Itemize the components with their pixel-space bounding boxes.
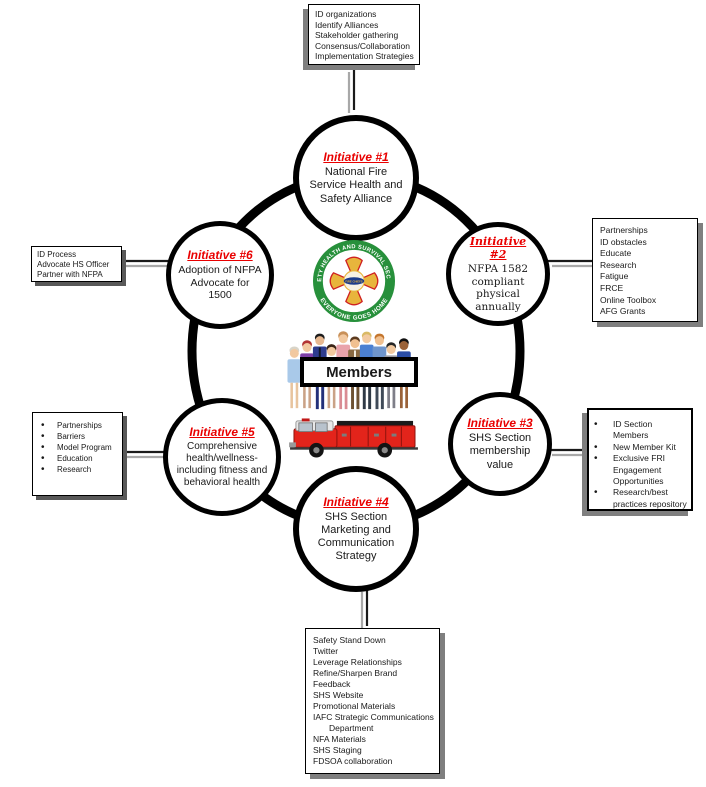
detail-line: FDSOA collaboration — [313, 756, 393, 766]
detail-bullet-list: ID Section Members New Member Kit Exclus… — [589, 419, 689, 510]
initiative-2-title: Initiative #2 — [469, 234, 527, 262]
initiative-3-body: SHS Section membership value — [468, 432, 532, 471]
detail-bullet: Education — [33, 453, 120, 464]
detail-line: Promotional Materials — [313, 701, 396, 711]
detail-line: Leverage Relationships — [313, 657, 402, 667]
detail-bullet-list: Partnerships Barriers Model Program Educ… — [33, 420, 120, 475]
initiative-6-circle: Initiative #6 Adoption of NFPA Advocate … — [166, 221, 274, 329]
detail-line: Partnerships — [600, 225, 648, 235]
detail-line: Educate — [600, 248, 632, 259]
detail-line: SHS Website — [313, 690, 364, 700]
shs-section-seal-icon: SAFETY HEALTH AND SURVIVAL SECTION EVERY… — [313, 240, 395, 322]
members-label: Members — [300, 357, 418, 387]
detail-line: Implementation Strategies — [315, 51, 414, 61]
fire-truck-icon — [289, 418, 418, 458]
detail-line: SHS Staging — [313, 745, 362, 755]
initiative-6-title: Initiative #6 — [187, 248, 253, 263]
initiative-4-circle: Initiative #4 SHS Section Marketing and … — [293, 466, 419, 592]
detail-line: Consensus/Collaboration — [315, 40, 410, 51]
initiative-5-body: Comprehensive health/wellness- including… — [176, 441, 268, 488]
initiative-3-circle: Initiative #3 SHS Section membership val… — [448, 392, 552, 496]
detail-line: IAFC Strategic Communications Department — [313, 712, 434, 733]
detail-line: Twitter — [313, 646, 339, 656]
maltese-cross-icon — [329, 256, 379, 306]
detail-bullet: Research — [33, 464, 120, 475]
detail-line: ID obstacles — [600, 236, 647, 247]
detail-bullet: ID Section Members — [589, 419, 689, 442]
detail-bullet: Model Program — [33, 442, 120, 453]
detail-bullet: New Member Kit — [589, 442, 689, 454]
detail-line: Stakeholder gathering — [315, 30, 399, 40]
initiative-2-circle: Initiative #2 NFPA 1582 compliant physic… — [446, 222, 550, 326]
detail-line: Advocate HS Officer — [37, 259, 110, 269]
initiative-5-title: Initiative #5 — [189, 425, 255, 439]
initiative-5-circle: Initiative #5 Comprehensive health/welln… — [163, 398, 281, 516]
iafc-band — [343, 277, 365, 285]
detail-line: Identify Alliances — [315, 19, 379, 30]
detail-line: Safety Stand Down — [313, 635, 386, 645]
detail-line: Refine/Sharpen Brand — [313, 668, 398, 678]
initiative-1-circle: Initiative #1 National Fire Service Heal… — [293, 115, 419, 241]
detail-line: Feedback — [313, 679, 351, 689]
detail-bullet: Partnerships — [33, 420, 120, 431]
initiative-4-title: Initiative #4 — [323, 494, 389, 509]
detail-line: AFG Grants — [600, 306, 646, 317]
connector-lines — [122, 66, 592, 628]
detail-line: FRCE — [600, 282, 624, 293]
initiative-3-title: Initiative #3 — [467, 416, 533, 431]
detail-bullet: Exclusive FRI Engagement Opportunities — [589, 453, 689, 487]
box-initiative-2-details: Partnerships ID obstacles Educate Resear… — [592, 218, 698, 322]
box-initiative-4-details: Safety Stand Down Twitter Leverage Relat… — [305, 628, 440, 774]
detail-line: Partner with NFPA — [37, 269, 103, 279]
detail-line: Online Toolbox — [600, 294, 657, 305]
initiative-1-title: Initiative #1 — [323, 150, 389, 165]
initiative-2-body: NFPA 1582 compliant physical annually — [467, 263, 529, 313]
detail-line: NFA Materials — [313, 734, 366, 744]
detail-bullet: Barriers — [33, 431, 120, 442]
initiative-1-body: National Fire Service Health and Safety … — [309, 166, 403, 205]
box-initiative-5-details: Partnerships Barriers Model Program Educ… — [32, 412, 123, 496]
box-initiative-1-details: ID organizations Identify Alliances Stak… — [308, 4, 420, 65]
iafc-band-text: FIRE CHIEFS — [345, 279, 362, 283]
detail-line: Fatigue — [600, 271, 629, 282]
detail-bullet: Research/best practices repository — [589, 487, 689, 510]
detail-line: ID organizations — [315, 9, 377, 19]
box-initiative-3-details: ID Section Members New Member Kit Exclus… — [587, 408, 693, 511]
initiative-6-body: Adoption of NFPA Advocate for 1500 — [178, 264, 262, 302]
initiative-4-body: SHS Section Marketing and Communication … — [317, 510, 395, 563]
box-initiative-6-details: ID Process Advocate HS Officer Partner w… — [31, 246, 122, 282]
detail-line: ID Process — [37, 250, 77, 259]
detail-line: Research — [600, 259, 637, 270]
